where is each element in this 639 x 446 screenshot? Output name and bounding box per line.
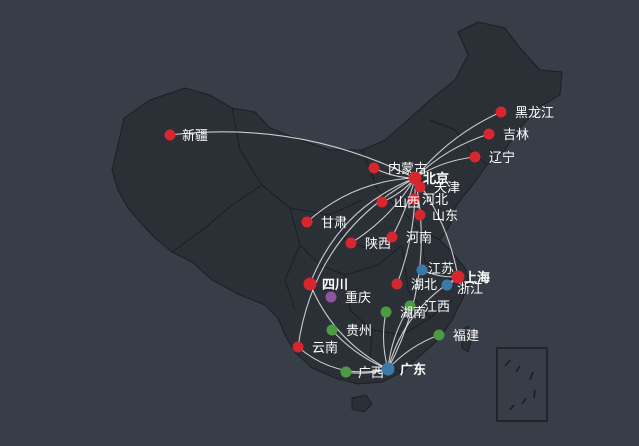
point-marker[interactable] xyxy=(408,171,422,185)
point-label: 山东 xyxy=(432,209,458,224)
point-label: 上海 xyxy=(464,270,490,286)
point-marker[interactable] xyxy=(292,341,304,353)
province-e5b1b1e8a5bf[interactable]: 山西 xyxy=(376,196,421,211)
province-e6b996e58c97[interactable]: 湖北 xyxy=(391,278,438,293)
point-marker[interactable] xyxy=(325,291,337,303)
hub-e58c97e4baac[interactable]: 北京 xyxy=(408,171,450,187)
point-marker[interactable] xyxy=(441,279,453,291)
province-borders xyxy=(171,107,488,373)
province-e4ba91e58d97[interactable]: 云南 xyxy=(292,340,339,356)
point-label: 山西 xyxy=(394,196,420,211)
route-e6b996e58c97-to-e58c97e4baac xyxy=(396,177,416,285)
province-e99995e8a5bf[interactable]: 陕西 xyxy=(345,237,392,252)
route-e5b9bfe4b89c-to-e58c97e4baac xyxy=(387,177,422,370)
province-e696b0e79686[interactable]: 新疆 xyxy=(164,128,209,144)
point-marker[interactable] xyxy=(414,209,426,221)
china-landmass xyxy=(111,21,563,385)
point-label: 广东 xyxy=(400,362,426,378)
point-marker[interactable] xyxy=(433,329,445,341)
point-marker[interactable] xyxy=(368,162,380,174)
route-e4ba91e58d97-to-e58c97e4baac xyxy=(297,177,416,348)
hub-e5b9bfe4b89c[interactable]: 广东 xyxy=(381,362,427,378)
point-marker[interactable] xyxy=(303,277,317,291)
route-e59b9be5b79d-to-e58c97e4baac xyxy=(309,177,416,285)
point-marker[interactable] xyxy=(376,196,388,208)
point-label: 陕西 xyxy=(365,237,391,252)
point-marker[interactable] xyxy=(386,231,398,243)
point-label: 广西 xyxy=(358,366,384,381)
inset-islands xyxy=(504,359,536,411)
point-label: 重庆 xyxy=(345,290,371,306)
point-label: 四川 xyxy=(322,278,348,293)
point-label: 吉林 xyxy=(503,128,529,143)
point-label: 江西 xyxy=(424,300,450,315)
point-label: 湖北 xyxy=(411,278,437,293)
point-label: 黑龙江 xyxy=(515,106,554,121)
point-label: 甘肃 xyxy=(321,216,347,231)
route-e59b9be5b79d-to-e5b9bfe4b89c xyxy=(309,283,389,370)
province-e6b19fe88b8f[interactable]: 江苏 xyxy=(416,261,455,277)
point-label: 天津 xyxy=(434,181,460,196)
point-label: 北京 xyxy=(423,171,449,187)
route-e99995e8a5bf-to-e58c97e4baac xyxy=(350,177,416,244)
province-e6b2b3e58d97[interactable]: 河南 xyxy=(386,230,433,246)
province-e8b4b5e5b79e[interactable]: 贵州 xyxy=(326,324,373,339)
province-e79498e88283[interactable]: 甘肃 xyxy=(301,216,348,231)
point-marker[interactable] xyxy=(345,237,357,249)
point-label: 内蒙古 xyxy=(388,161,427,177)
hub-e4b88ae6b5b7[interactable]: 上海 xyxy=(451,270,491,286)
province-e6b996e58d97[interactable]: 湖南 xyxy=(380,305,427,321)
province-e6b599e6b19f[interactable]: 浙江 xyxy=(441,279,484,298)
south-china-sea-inset xyxy=(496,347,548,422)
province-points: 黑龙江吉林辽宁内蒙古 新疆天津河北山西山东 甘肃陕西河南江苏浙江 湖北重庆江西湖南贵州… xyxy=(164,106,555,381)
province-e9bb91e9be99e6b19f[interactable]: 黑龙江 xyxy=(495,106,555,121)
point-marker[interactable] xyxy=(469,151,481,163)
point-marker[interactable] xyxy=(483,128,495,140)
route-e79498e88283-to-e58c97e4baac xyxy=(306,177,416,223)
route-e59089e69e97-to-e58c97e4baac xyxy=(414,133,490,179)
point-marker[interactable] xyxy=(414,181,426,193)
province-e6b19fe8a5bf[interactable]: 江西 xyxy=(404,300,451,315)
point-label: 江苏 xyxy=(428,261,454,277)
province-e8bebde5ae81[interactable]: 辽宁 xyxy=(469,150,516,166)
point-label: 浙江 xyxy=(457,282,483,297)
point-marker[interactable] xyxy=(495,106,507,118)
point-marker[interactable] xyxy=(380,306,392,318)
point-marker[interactable] xyxy=(404,300,416,312)
hainan-island xyxy=(351,394,373,413)
point-marker[interactable] xyxy=(301,216,313,228)
point-label: 河南 xyxy=(406,230,432,246)
province-e6b2b3e58c97[interactable]: 河北 xyxy=(408,193,449,208)
point-marker[interactable] xyxy=(164,129,176,141)
province-e9878de5ba86[interactable]: 重庆 xyxy=(325,290,372,306)
province-e59089e69e97[interactable]: 吉林 xyxy=(483,128,530,143)
route-e4ba91e58d97-to-e5b9bfe4b89c xyxy=(297,346,389,373)
point-label: 辽宁 xyxy=(489,150,515,166)
point-marker[interactable] xyxy=(340,366,352,378)
point-marker[interactable] xyxy=(416,264,428,276)
point-marker[interactable] xyxy=(326,324,338,336)
point-label: 河北 xyxy=(422,193,448,208)
hub-e59b9be5b79d[interactable]: 四川 xyxy=(303,277,349,294)
route-e696b0e79686-to-e58c97e4baac xyxy=(169,131,416,179)
point-marker[interactable] xyxy=(381,362,395,376)
point-marker[interactable] xyxy=(408,193,420,205)
point-label: 新疆 xyxy=(182,128,208,144)
point-label: 贵州 xyxy=(346,324,372,339)
route-e9bb91e9be99e6b19f-to-e58c97e4baac xyxy=(414,111,502,179)
province-e5a4a9e6b4a5[interactable]: 天津 xyxy=(414,181,461,196)
province-e5b1b1e4b89c[interactable]: 山东 xyxy=(414,209,459,224)
province-e7a68fe5bbba[interactable]: 福建 xyxy=(433,329,480,344)
point-label: 云南 xyxy=(312,340,338,356)
point-label: 湖南 xyxy=(400,305,426,321)
point-label: 福建 xyxy=(453,329,479,344)
point-marker[interactable] xyxy=(451,270,465,284)
province-e5b9bfe8a5bf[interactable]: 广西 xyxy=(340,366,385,381)
point-marker[interactable] xyxy=(391,278,403,290)
taiwan-island xyxy=(461,325,473,353)
